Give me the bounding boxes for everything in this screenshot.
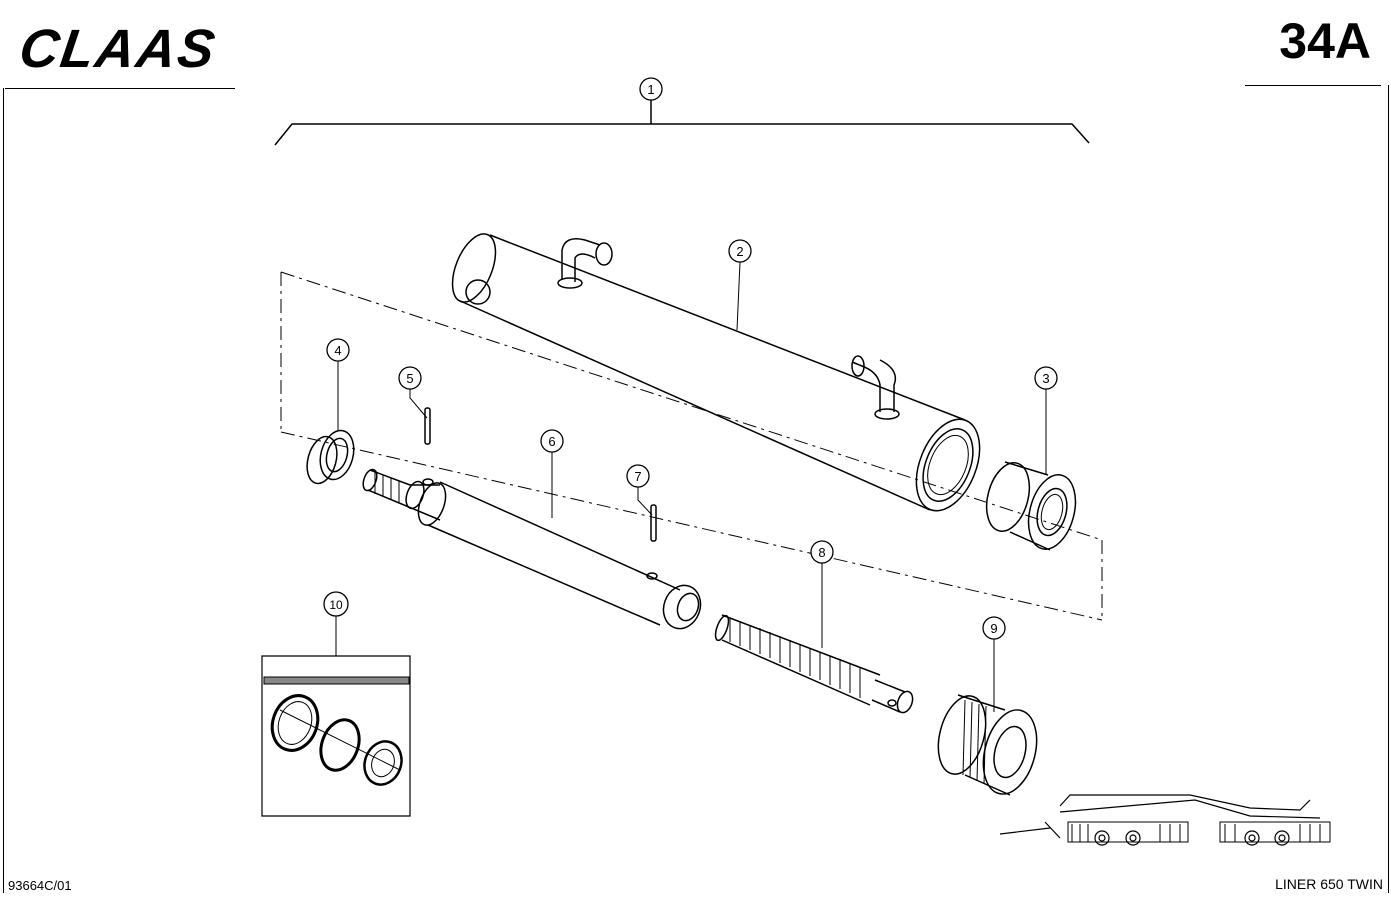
callout-label-9: 9 bbox=[990, 621, 997, 636]
assembly-axis-lower bbox=[280, 431, 1103, 621]
leader-2 bbox=[736, 261, 741, 331]
header-rule-right bbox=[1245, 85, 1381, 86]
callout-7: 7 bbox=[626, 464, 650, 488]
callout-label-2: 2 bbox=[736, 244, 743, 259]
page-number: 34A bbox=[1279, 13, 1371, 69]
callout-3: 3 bbox=[1034, 366, 1058, 390]
callout-label-5: 5 bbox=[406, 371, 413, 386]
callout-label-8: 8 bbox=[818, 545, 825, 560]
callout-label-7: 7 bbox=[634, 469, 641, 484]
callout-label-1: 1 bbox=[647, 82, 654, 97]
callout-label-10: 10 bbox=[329, 598, 343, 612]
callout-1: 1 bbox=[639, 77, 663, 101]
frame-left-border bbox=[3, 88, 4, 893]
spring-pin-5 bbox=[424, 407, 431, 445]
callout-9: 9 bbox=[982, 616, 1006, 640]
leader-7 bbox=[637, 487, 653, 516]
frame-right-border bbox=[1388, 85, 1389, 893]
callout-2: 2 bbox=[728, 239, 752, 263]
piston bbox=[937, 694, 1038, 796]
machine-thumbnail bbox=[999, 794, 1331, 846]
callout-5: 5 bbox=[398, 366, 422, 390]
piston-rod bbox=[362, 468, 702, 630]
callout-8: 8 bbox=[810, 540, 834, 564]
leader-5 bbox=[409, 389, 428, 419]
seal-kit bbox=[261, 655, 411, 817]
callout-10: 10 bbox=[323, 591, 349, 617]
header-rule-left bbox=[5, 88, 235, 89]
callout-6: 6 bbox=[540, 429, 564, 453]
cylinder-barrel bbox=[451, 233, 981, 512]
threaded-screw bbox=[714, 614, 914, 714]
gland-nut bbox=[985, 461, 1077, 551]
drawing-code: 93664C/01 bbox=[8, 878, 72, 893]
wiper-ring bbox=[306, 429, 355, 485]
assembly-axis bbox=[280, 271, 1103, 620]
callout-group: 1 2 3 4 5 6 7 8 9 10 bbox=[323, 77, 1058, 640]
callout-4: 4 bbox=[326, 338, 350, 362]
model-name: LINER 650 TWIN bbox=[1275, 876, 1383, 892]
spring-pin-7 bbox=[650, 504, 657, 542]
callout-label-3: 3 bbox=[1042, 371, 1049, 386]
callout-label-6: 6 bbox=[548, 434, 555, 449]
assembly-bracket bbox=[274, 123, 1090, 146]
callout-label-4: 4 bbox=[334, 343, 341, 358]
